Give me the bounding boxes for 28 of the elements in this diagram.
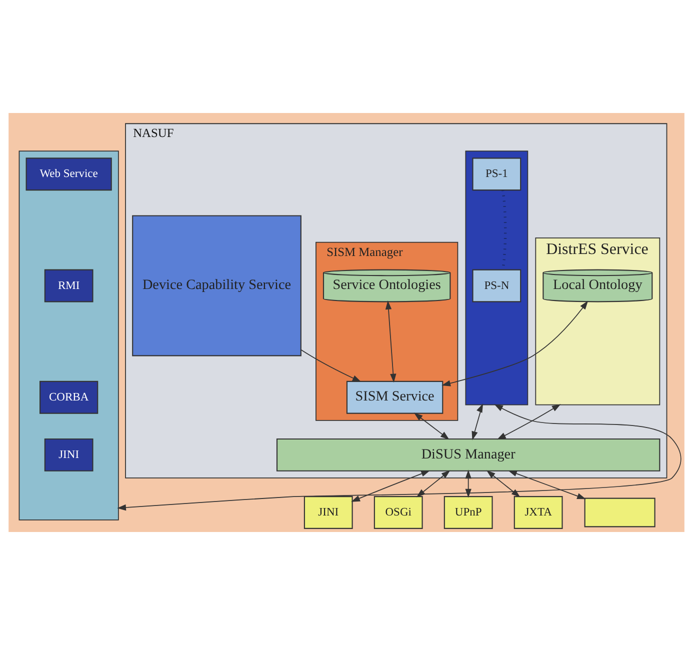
node-box: PS-1 — [472, 158, 522, 191]
node-box: Device Capability Service — [132, 215, 302, 356]
arrow — [472, 404, 484, 440]
node-box: SISM Service — [346, 380, 444, 414]
node-box: RMI — [44, 269, 94, 302]
arrow — [351, 470, 430, 502]
cluster — [465, 150, 528, 406]
arrow — [465, 470, 472, 498]
node-box: JINI — [304, 496, 353, 529]
arrow — [385, 300, 396, 383]
arrow — [414, 412, 450, 440]
arrow — [442, 300, 588, 386]
arrow — [300, 349, 362, 382]
cluster — [18, 150, 119, 520]
arrow — [486, 470, 520, 498]
node-box: Web Service — [26, 158, 112, 191]
node-box: JINI — [44, 438, 94, 472]
node-box — [584, 498, 656, 528]
node-box: DiSUS Manager — [276, 438, 660, 472]
arrow — [117, 404, 682, 511]
arrow — [416, 470, 450, 498]
node-box: CORBA — [40, 380, 98, 414]
arrow — [496, 404, 561, 440]
arrow — [508, 470, 586, 500]
node-box: JXTA — [514, 496, 563, 529]
node-box: OSGi — [374, 496, 423, 529]
node-box: UPnP — [444, 496, 493, 529]
node-box: PS-N — [472, 269, 522, 302]
